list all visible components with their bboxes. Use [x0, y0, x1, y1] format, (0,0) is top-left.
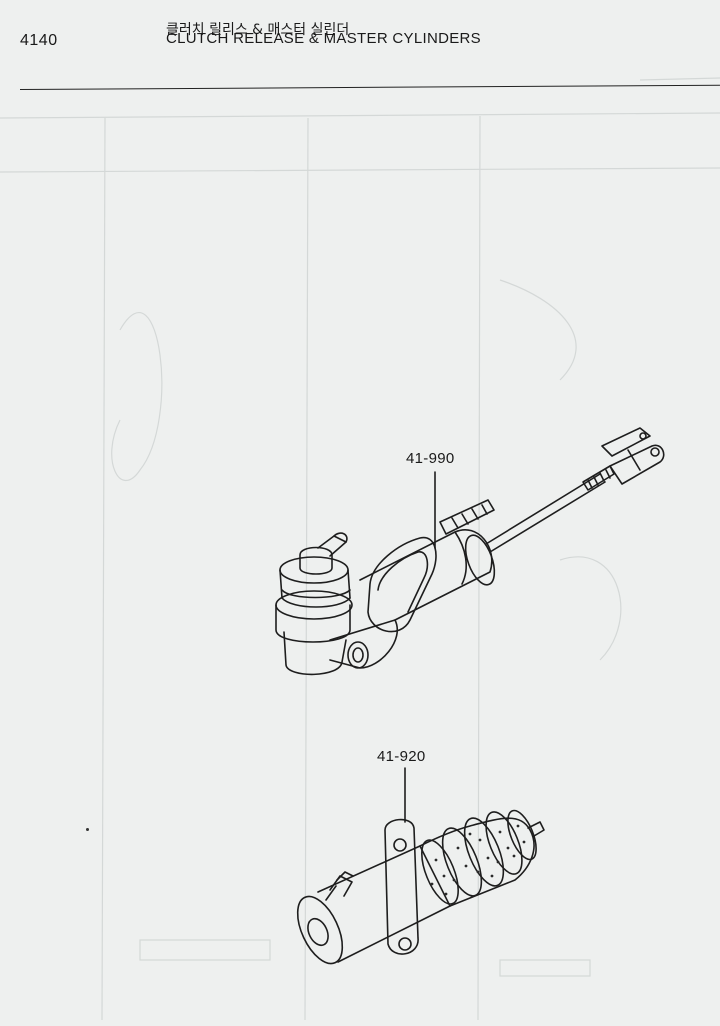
callout-41-920: 41-920 [377, 748, 426, 765]
stray-mark [86, 828, 89, 831]
page-title-english: CLUTCH RELEASE & MASTER CYLINDERS [166, 30, 481, 47]
master-cylinder-drawing [275, 427, 665, 676]
release-cylinder-drawing [296, 767, 545, 965]
callout-41-990: 41-990 [406, 450, 455, 467]
boot-texture [430, 824, 526, 896]
page-number: 4140 [20, 32, 58, 49]
page-title-korean: 클러치 릴리스 & 매스터 실린더 [166, 22, 350, 38]
